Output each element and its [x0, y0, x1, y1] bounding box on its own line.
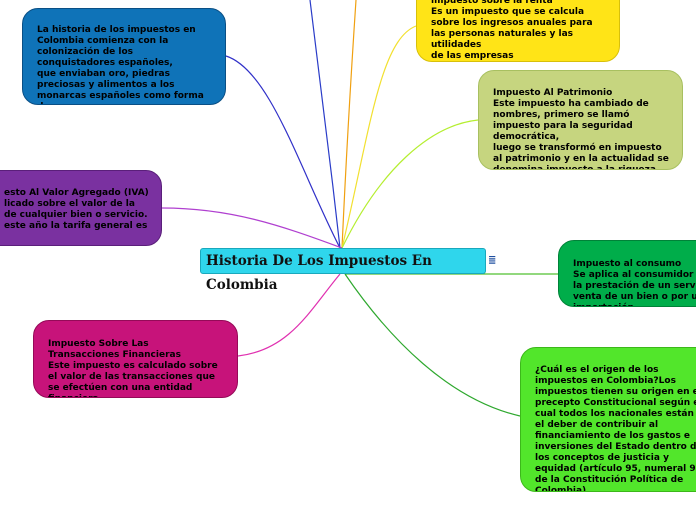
link-origin: [225, 55, 341, 249]
link-top-orange: [341, 0, 357, 249]
node-constitucion-text: ¿Cuál es el origen de los impuestos en C…: [535, 365, 696, 492]
node-iva-text: esto Al Valor Agregado (IVA) licado sobr…: [4, 188, 149, 231]
central-topic[interactable]: Historia De Los Impuestos En Colombia: [200, 248, 486, 293]
node-origin-text: La historia de los impuestos en Colombia…: [37, 25, 204, 104]
node-iva[interactable]: esto Al Valor Agregado (IVA) licado sobr…: [0, 170, 162, 246]
node-origin[interactable]: La historia de los impuestos en Colombia…: [22, 8, 226, 105]
link-constitucion: [344, 273, 521, 417]
link-patrimonio: [341, 119, 479, 249]
link-top-blue: [309, 0, 341, 249]
node-consumo-text: Impuesto al consumo Se aplica al consumi…: [573, 259, 696, 306]
node-consumo[interactable]: Impuesto al consumo Se aplica al consumi…: [558, 240, 696, 307]
node-constitucion[interactable]: ¿Cuál es el origen de los impuestos en C…: [520, 347, 696, 492]
central-topic-title: Historia De Los Impuestos En Colombia: [206, 253, 432, 293]
link-renta: [341, 25, 417, 249]
node-financieras-text: Impuesto Sobre Las Transacciones Financi…: [48, 339, 218, 397]
node-patrimonio-text: Impuesto Al Patrimonio Este impuesto ha …: [493, 88, 669, 170]
node-financieras[interactable]: Impuesto Sobre Las Transacciones Financi…: [33, 320, 238, 398]
link-iva: [161, 207, 343, 249]
node-patrimonio[interactable]: Impuesto Al Patrimonio Este impuesto ha …: [478, 70, 683, 170]
link-financieras: [237, 273, 341, 357]
note-icon[interactable]: ≣: [488, 255, 497, 266]
node-renta-text: impuesto sobre la renta Es un impuesto q…: [431, 0, 593, 61]
node-renta[interactable]: impuesto sobre la renta Es un impuesto q…: [416, 0, 620, 62]
